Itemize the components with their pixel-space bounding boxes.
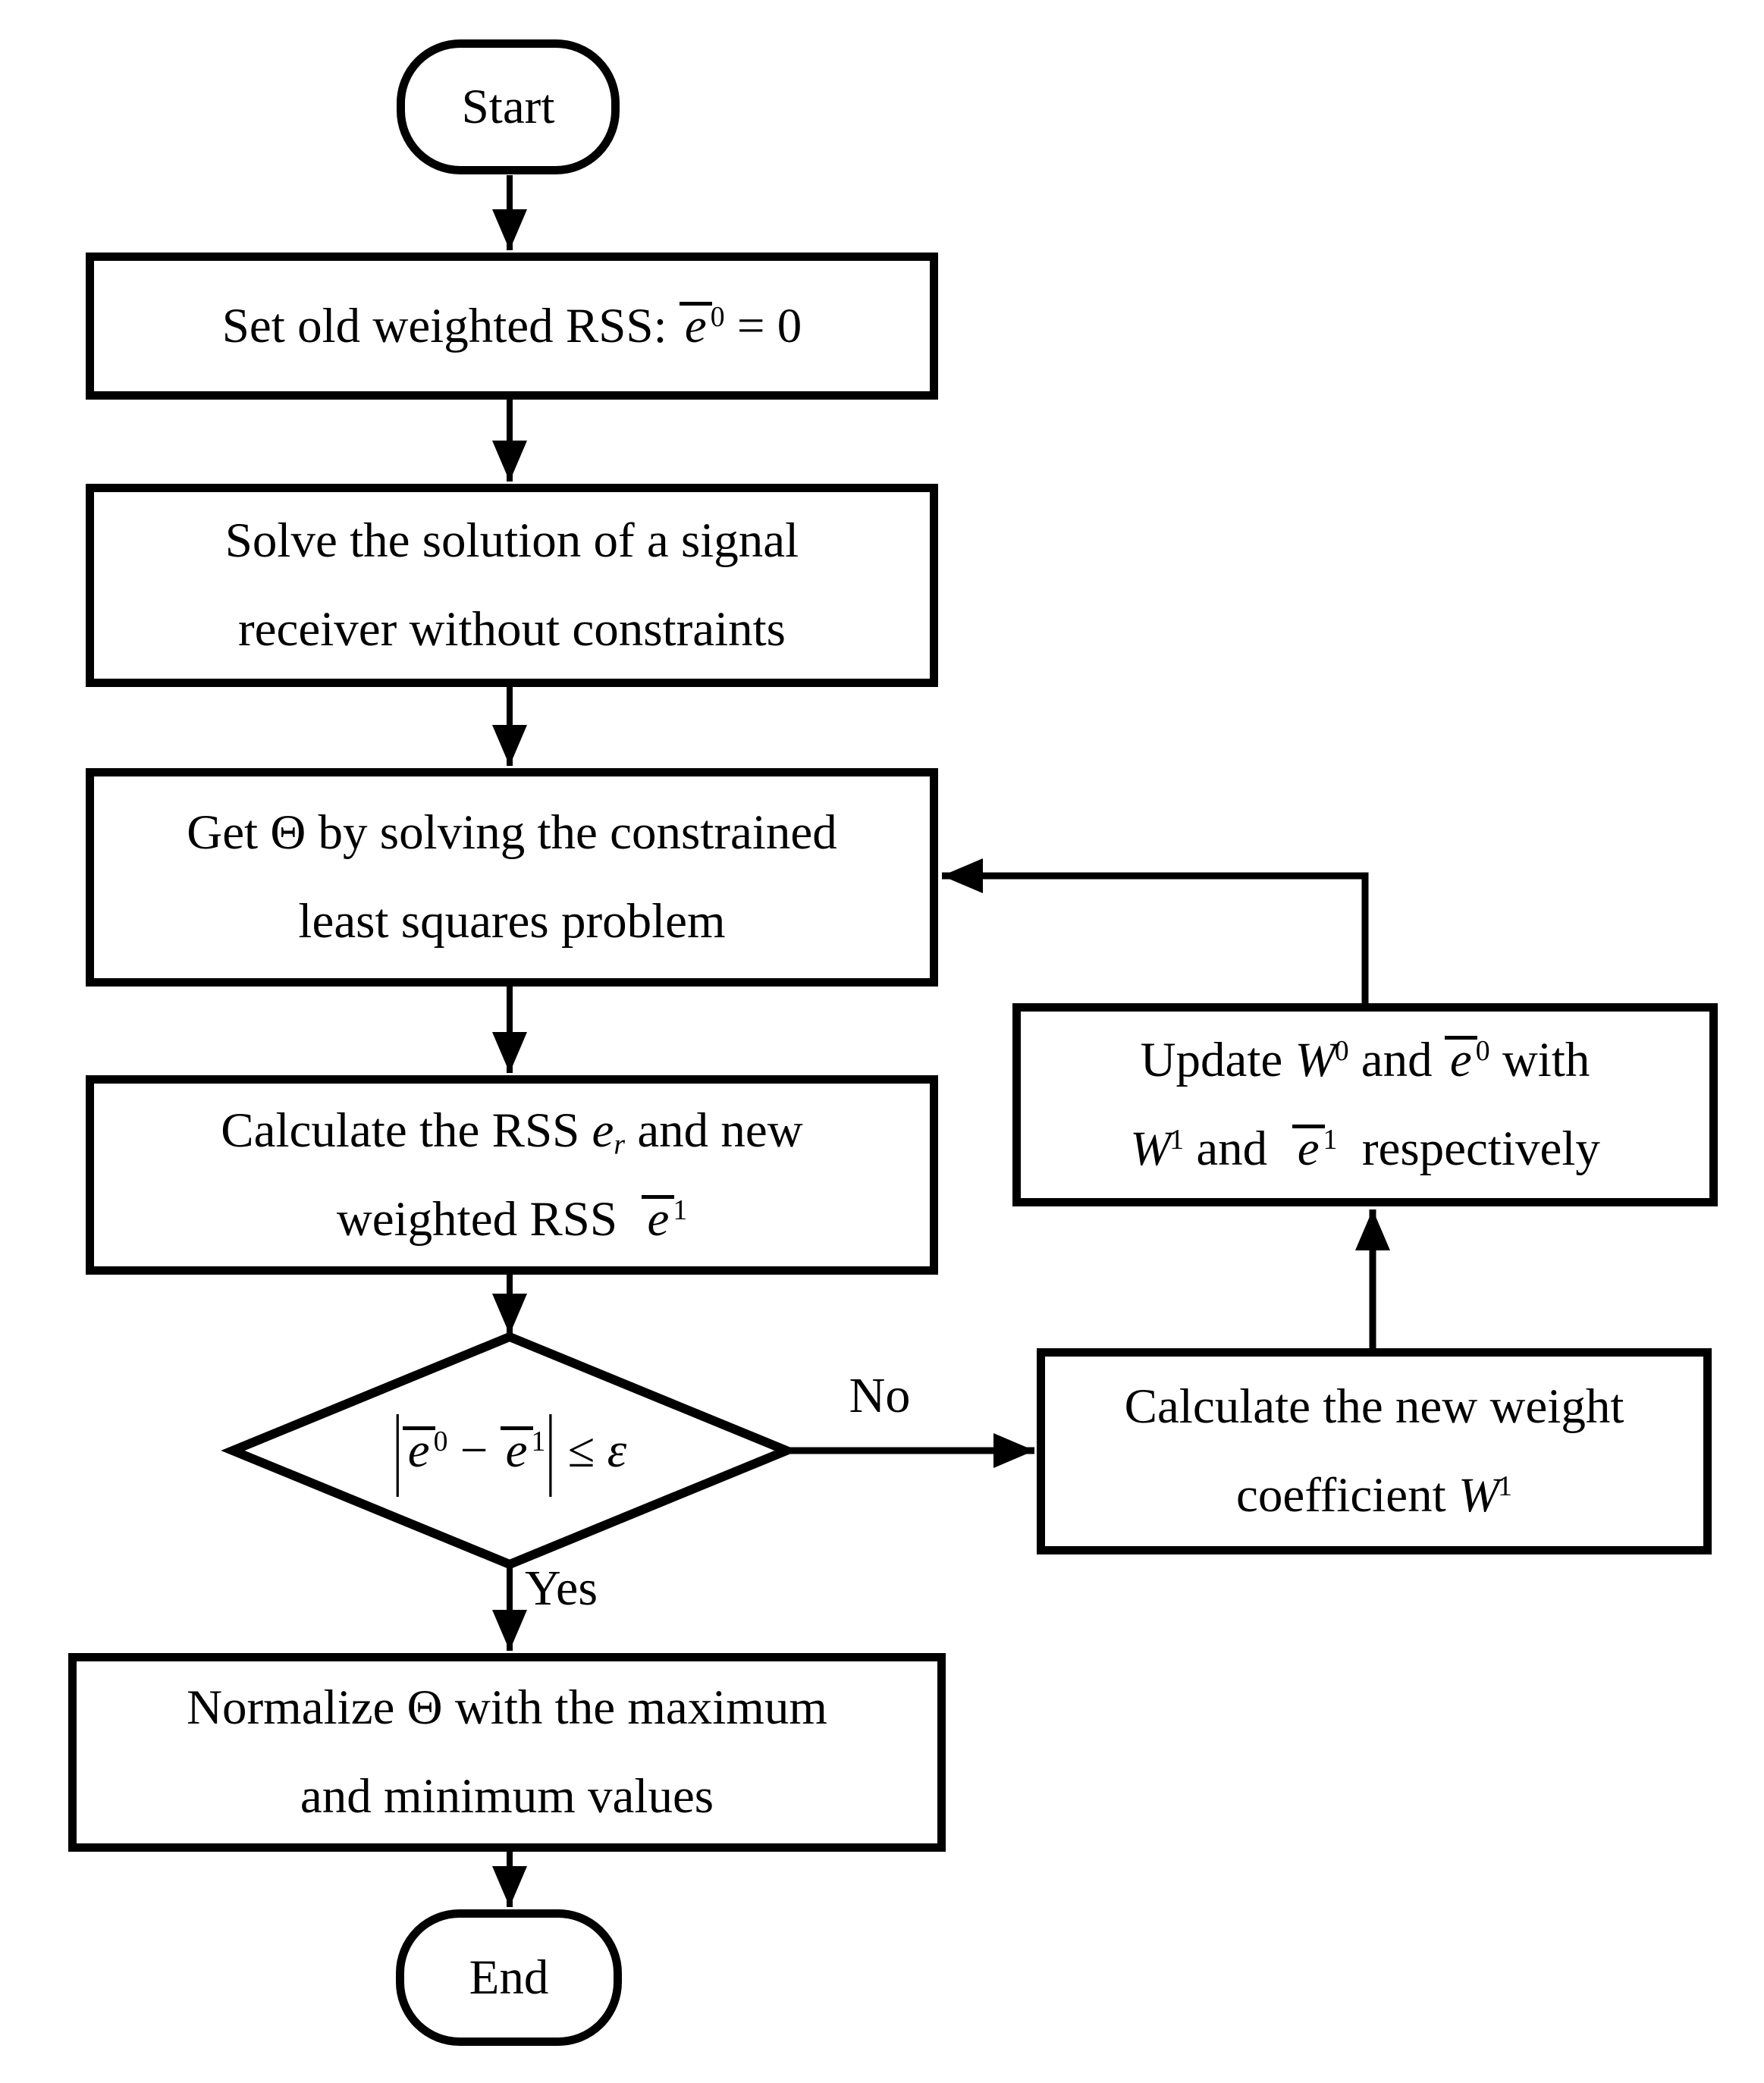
edge-label-yes: Yes <box>525 1561 598 1616</box>
node-normalize: Normalize Θ with the maximum and minimum… <box>68 1653 946 1852</box>
node-start: Start <box>397 39 620 174</box>
node-start-label: Start <box>461 79 555 134</box>
node-solve-label-line1: Solve the solution of a signal <box>224 513 799 569</box>
node-get-theta-label-line2: least squares problem <box>298 894 726 949</box>
node-calc-weight-label-line1: Calculate the new weight <box>1124 1379 1624 1435</box>
node-calc-weight: Calculate the new weight coefficient W1 <box>1037 1348 1712 1554</box>
edge-update-to-get-theta <box>942 858 1369 1003</box>
node-solve-label-line2: receiver without constraints <box>238 602 786 657</box>
node-end: End <box>396 1909 622 2046</box>
node-get-theta: Get Θ by solving the constrained least s… <box>86 768 938 987</box>
node-get-theta-label-line1: Get Θ by solving the constrained <box>187 805 837 861</box>
node-calc-rss: Calculate the RSS er and new weighted RS… <box>86 1075 938 1275</box>
node-normalize-label-line1: Normalize Θ with the maximum <box>187 1680 827 1736</box>
node-normalize-label-line2: and minimum values <box>300 1769 714 1824</box>
node-calc-weight-label-line2: coefficient W1 <box>1236 1468 1512 1523</box>
edge-label-no: No <box>849 1368 911 1423</box>
node-calc-rss-label-line1: Calculate the RSS er and new <box>221 1103 803 1161</box>
node-end-label: End <box>469 1950 549 2005</box>
node-solve: Solve the solution of a signal receiver … <box>86 484 938 687</box>
decision-diamond-shape <box>221 1332 799 1570</box>
